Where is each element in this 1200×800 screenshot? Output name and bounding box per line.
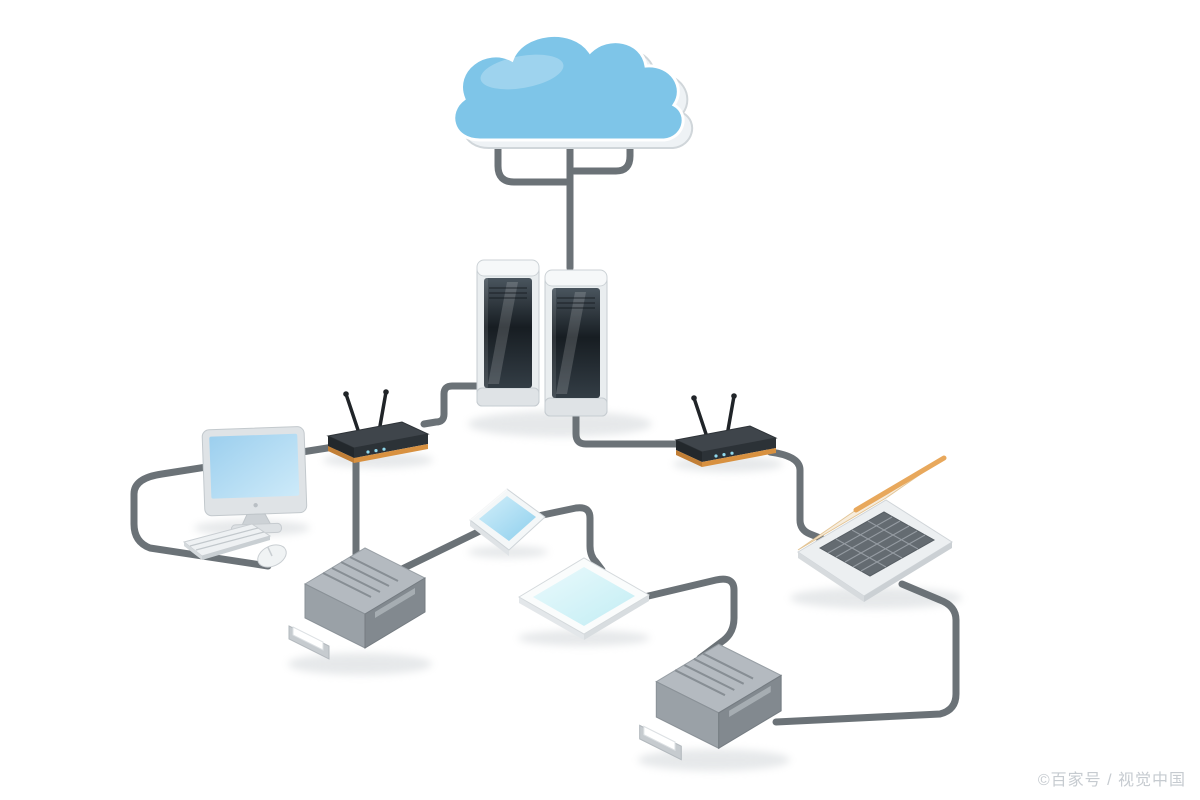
smartphone-screen	[479, 496, 536, 541]
network-cables	[130, 118, 960, 726]
watermark: ©百家号 / 视觉中国	[1038, 766, 1186, 790]
server-tower-1	[476, 259, 540, 407]
desktop-keyboard	[182, 523, 272, 560]
laptop-key-grid	[827, 516, 926, 572]
cloud-body	[452, 33, 685, 142]
cloud-node	[452, 33, 694, 149]
wireless-router-right	[674, 391, 778, 469]
smartphone-node	[469, 488, 546, 556]
desktop-monitor	[201, 426, 308, 535]
desktop-mouse	[257, 544, 287, 568]
tablet-screen	[533, 567, 635, 626]
cable-phone-to-tablet	[534, 504, 606, 574]
cable-router-left-to-desktop	[130, 442, 344, 570]
cloud-highlight	[480, 54, 564, 90]
cable-printer-to-phone	[396, 526, 486, 574]
wireless-router-left	[326, 387, 430, 465]
cable-tablet-to-printer-right	[636, 575, 738, 662]
cable-laptop-to-printer-right	[772, 580, 960, 726]
cable-servers-to-router-right	[572, 396, 692, 448]
server-tower-2	[544, 269, 608, 417]
laptop-lid-edge	[853, 455, 947, 513]
cable-cloud-stub-right	[570, 118, 634, 175]
cable-router-right-to-laptop	[766, 448, 834, 546]
printer-right	[638, 643, 783, 761]
cable-cloud-stub-left	[494, 124, 570, 186]
tablet-node	[518, 557, 650, 640]
laptop-node	[797, 455, 953, 602]
cable-servers-to-router-left	[420, 382, 516, 428]
monitor-logo	[253, 502, 258, 508]
monitor-screen	[209, 433, 300, 499]
watermark-text: ©百家号 / 视觉中国	[1037, 772, 1186, 789]
